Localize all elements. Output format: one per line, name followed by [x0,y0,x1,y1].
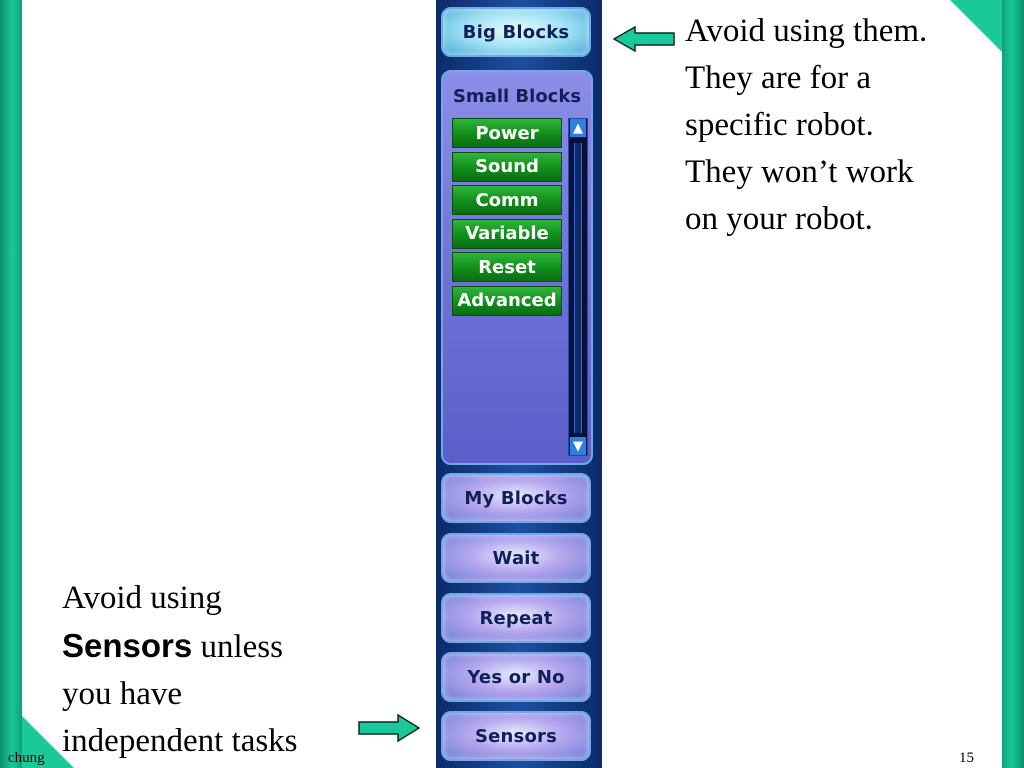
footer-author: chung [8,750,45,766]
scroll-track[interactable] [574,143,582,433]
advanced-block-button[interactable]: Advanced [452,285,562,316]
small-blocks-list: Power Sound Comm Variable Reset Advanced [452,118,562,319]
repeat-button[interactable]: Repeat [441,593,591,643]
slide-frame-right [1002,0,1024,768]
scroll-up-icon[interactable]: ▲ [570,119,586,137]
big-blocks-button[interactable]: Big Blocks [441,7,591,57]
warning-line: Avoid using them. [685,13,928,49]
arrow-right-icon [358,714,420,742]
block-palette: Big Blocks Small Blocks Power Sound Comm… [436,0,602,768]
slide-corner-top-right [950,0,1002,52]
reset-block-button[interactable]: Reset [452,252,562,282]
small-blocks-panel: Small Blocks Power Sound Comm Variable R… [441,70,593,465]
small-blocks-title[interactable]: Small Blocks [452,86,582,107]
warning-line: They won’t work [685,154,914,190]
warning-line: Avoid using [62,580,222,616]
warning-line: independent tasks [62,723,298,759]
warning-text: unless [192,629,283,665]
page-number: 15 [959,750,974,766]
sound-block-button[interactable]: Sound [452,151,562,182]
sensors-keyword: Sensors [62,627,193,664]
scroll-down-icon[interactable]: ▼ [570,437,586,455]
warning-line: you have [62,676,183,712]
slide-frame-left [0,0,22,768]
small-blocks-scrollbar[interactable]: ▲ ▼ [568,118,588,456]
warning-line: Sensors unless [62,622,382,671]
big-blocks-warning: Avoid using them. They are for a specifi… [685,8,995,243]
variable-block-button[interactable]: Variable [452,218,562,249]
sensors-button[interactable]: Sensors [441,711,591,761]
wait-button[interactable]: Wait [441,533,591,583]
arrow-left-icon [613,26,675,52]
yes-or-no-button[interactable]: Yes or No [441,652,591,702]
sensors-warning: Avoid using Sensors unless you have inde… [62,575,382,765]
warning-line: specific robot. [685,107,874,143]
comm-block-button[interactable]: Comm [452,185,562,215]
warning-line: on your robot. [685,201,873,237]
warning-line: They are for a [685,60,871,96]
my-blocks-button[interactable]: My Blocks [441,473,591,523]
slide-corner-bottom-left [22,716,74,768]
power-block-button[interactable]: Power [452,118,562,148]
